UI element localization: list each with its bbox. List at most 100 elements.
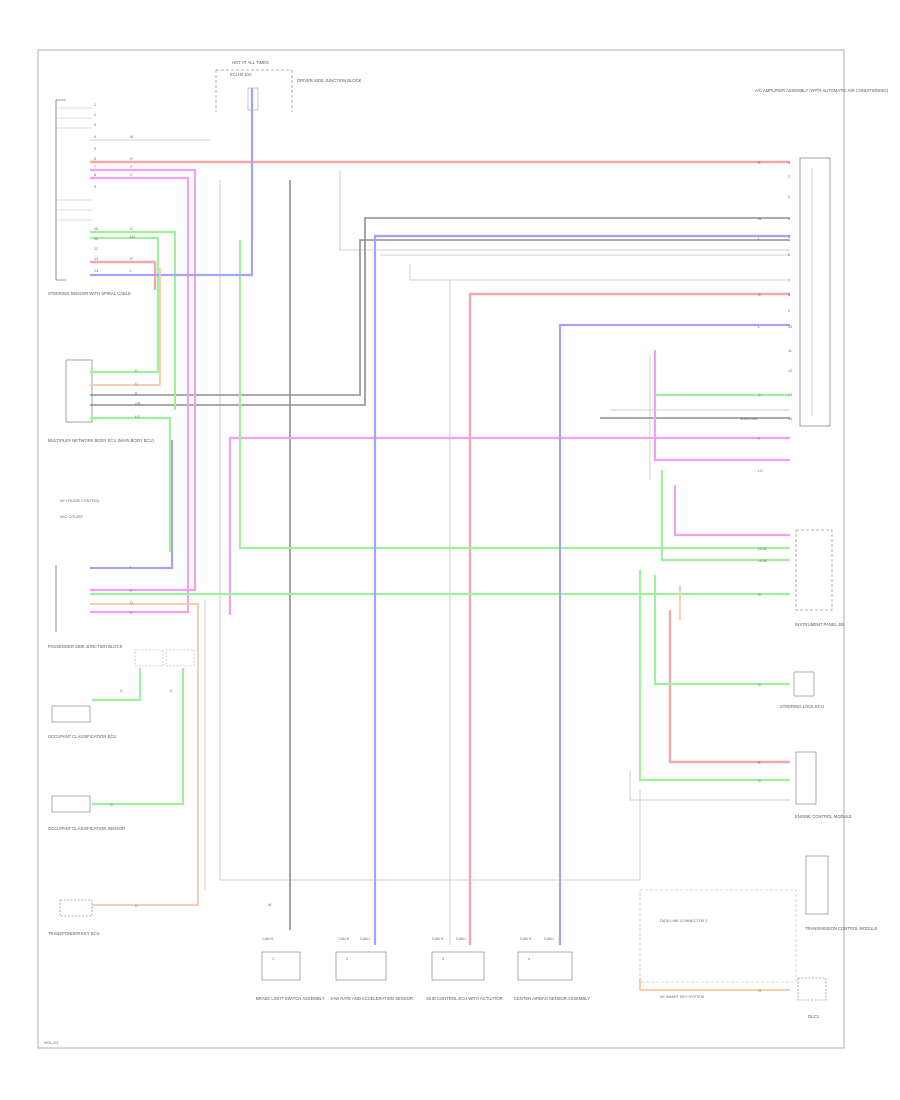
wire-code: L	[758, 237, 760, 241]
pin-label: 2	[94, 113, 96, 117]
wire-code: O	[130, 601, 133, 605]
pin-label: 7	[788, 279, 790, 283]
pin-label: 8	[94, 173, 96, 177]
left-upper-connector: STEERING SENSOR WITH SPIRAL CABLE	[48, 99, 131, 296]
bottom-device-4: CENTER AIRBAG SENSOR ASSEMBLY	[514, 951, 590, 1001]
wire-code: W	[758, 217, 762, 221]
wire-code: O	[135, 382, 138, 386]
diagram-frame	[37, 49, 845, 1049]
pin-label: 1	[788, 161, 790, 165]
wire-code: R	[130, 157, 133, 161]
d-junction: DATA LINK CONNECTOR 3 W/ SMART KEY SYSTE…	[639, 889, 797, 999]
left-pin-stubs	[56, 107, 92, 221]
can-label: CAN H	[432, 937, 444, 941]
pin-label: 5	[788, 235, 790, 239]
wire-code: GR	[135, 402, 141, 406]
wire-code: W	[268, 903, 272, 907]
wire-code: G	[110, 803, 113, 807]
wire-code: G	[758, 779, 761, 783]
transponder-ecu: TRANSPONDER KEY ECU	[48, 899, 100, 936]
pink-wires	[90, 160, 790, 945]
pin-label: 10	[788, 325, 792, 329]
right-pin-labels: 1 2 3 4 5 6 7 8 9 10 11 12 13 14	[788, 161, 792, 421]
pin-label: 8	[788, 293, 790, 297]
top-fuse-conn: ECU-B 10A	[230, 72, 252, 77]
legend-left: W/ CRUISE CONTROL	[60, 499, 100, 503]
b-side-note: W/ SMART KEY SYSTEM	[660, 995, 704, 999]
bottom-bus-labels: W CAN H CAN H CAN L CAN H CAN L CAN H CA…	[262, 903, 555, 941]
bottom3-title: SKID CONTROL ECU WITH ACTUATOR	[426, 996, 503, 1001]
wire-code: G	[170, 689, 173, 693]
transmission-title: TRANSMISSION CONTROL MODULE	[805, 926, 878, 931]
pin-label: 9	[788, 309, 790, 313]
ac-amplifier: A/C AMPLIFIER ASSEMBLY (WITH AUTOMATIC A…	[755, 88, 889, 427]
body-ecu-title: MULTIPLEX NETWORK BODY ECU (MAIN BODY EC…	[48, 438, 154, 443]
top-fuse-desc: DRIVER SIDE JUNCTION BLOCK	[297, 78, 362, 83]
pin-label: 11	[788, 349, 792, 353]
wire-code: O	[758, 989, 761, 993]
pin-label: 1	[94, 103, 96, 107]
wire-code: G	[130, 227, 133, 231]
bottom-device-3: SKID CONTROL ECU WITH ACTUATOR	[426, 951, 503, 1001]
pin-label: 14	[788, 417, 792, 421]
wire-code: G	[758, 683, 761, 687]
pin-label: 5	[94, 147, 96, 151]
pin-label: 10	[94, 227, 98, 231]
pin-label: 6	[788, 253, 790, 257]
wire-code: B	[135, 392, 138, 396]
pin-label: 11	[94, 237, 98, 241]
passenger-jb-title: PASSENGER SIDE JUNCTION BLOCK	[48, 644, 123, 649]
magenta-wires	[90, 168, 790, 615]
wire-code: V	[130, 173, 133, 177]
bottom-pin-labels: 1 2 3 4	[272, 957, 530, 961]
instrument-jb-title: INSTRUMENT PANEL J/B	[795, 622, 844, 627]
dlc3: DLC3	[797, 977, 827, 1019]
pin-label: 7	[94, 165, 96, 169]
passenger-jb: PASSENGER SIDE JUNCTION BLOCK	[48, 565, 123, 649]
transponder-ecu-title: TRANSPONDER KEY ECU	[48, 931, 100, 936]
wire-code: G	[135, 369, 138, 373]
wire-code: LG	[135, 415, 140, 419]
shield-label: SHIELDED	[740, 417, 758, 421]
pin-label: 4	[528, 957, 530, 961]
pin-label: 14	[94, 269, 98, 273]
legend-right: W/O CRUISE	[60, 515, 83, 519]
orange-wires	[90, 268, 790, 991]
dlc3-title: DLC3	[808, 1014, 819, 1019]
pin-label: 2	[346, 957, 348, 961]
wire-code: O	[135, 904, 138, 908]
relay-boxes	[134, 649, 195, 667]
top-fuse: HOT AT ALL TIMES ECU-B 10A DRIVER SIDE J…	[215, 60, 362, 112]
wire-code: L	[758, 325, 760, 329]
legend: W/ CRUISE CONTROL W/O CRUISE	[60, 499, 100, 519]
instrument-jb: INSTRUMENT PANEL J/B	[795, 529, 844, 627]
body-ecu-box: MULTIPLEX NETWORK BODY ECU (MAIN BODY EC…	[48, 359, 154, 443]
wire-code: R	[758, 761, 761, 765]
can-label: CAN H	[338, 937, 350, 941]
wire-code: R	[758, 161, 761, 165]
steering-lock: STEERING LOCK ECU	[780, 671, 824, 709]
pin-label: 6	[94, 157, 96, 161]
page-ref: W01-2/3	[44, 1041, 58, 1045]
bottom4-title: CENTER AIRBAG SENSOR ASSEMBLY	[514, 996, 590, 1001]
can-label: CAN H	[520, 937, 532, 941]
pin-label: 3	[94, 123, 96, 127]
ac-amp-title: A/C AMPLIFIER ASSEMBLY (WITH AUTOMATIC A…	[755, 88, 889, 93]
d-junction-title: DATA LINK CONNECTOR 3	[660, 919, 707, 923]
occupant-ecu: OCCUPANT CLASSIFICATION ECU	[48, 705, 116, 739]
pin-label: 4	[94, 135, 96, 139]
can-label: CAN L	[456, 937, 467, 941]
wire-code: L	[130, 565, 132, 569]
wire-code: R	[758, 293, 761, 297]
pin-label: 3	[788, 195, 790, 199]
green-wires	[90, 230, 790, 806]
wire-code: LG	[130, 235, 135, 239]
top-fuse-title: HOT AT ALL TIMES	[232, 60, 269, 65]
occupant-sensor-title: OCCUPANT CLASSIFICATION SENSOR	[48, 826, 125, 831]
wire-code: R	[130, 257, 133, 261]
left-pin-labels: 1 2 3 4 5 6 7 8 9 10 11 12 13 14	[94, 103, 98, 273]
pin-label: 13	[788, 393, 792, 397]
gray-wires	[90, 180, 790, 930]
left-wire-codes: W R P V G LG R L G O B GR LG L P O V G G…	[110, 135, 173, 908]
